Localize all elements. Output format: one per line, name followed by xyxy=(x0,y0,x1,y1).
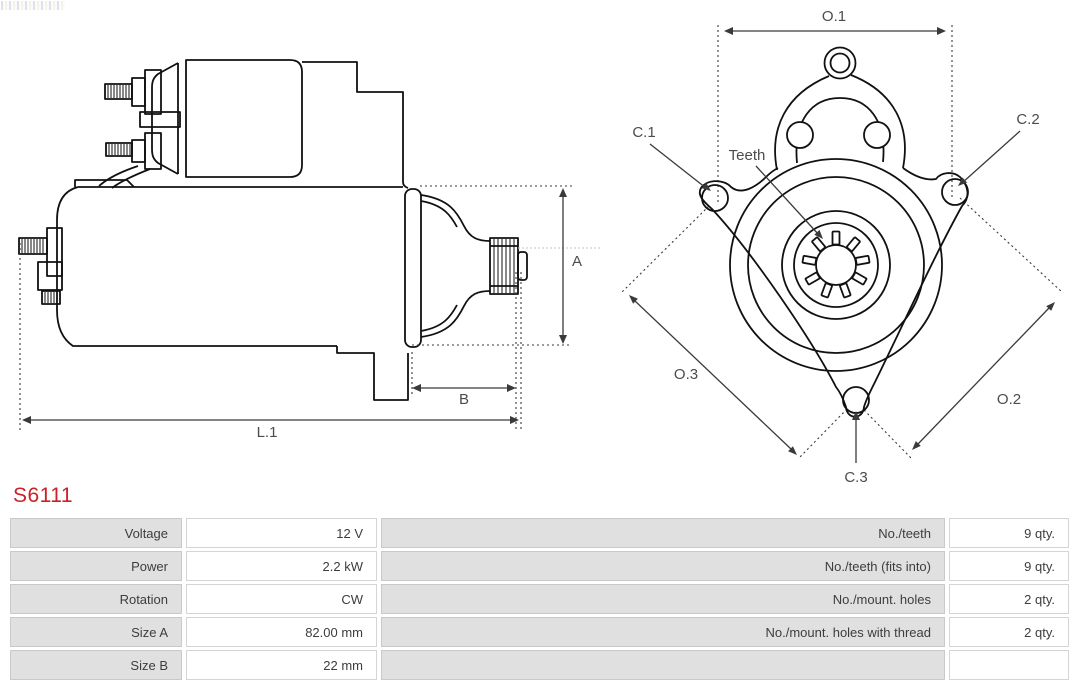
dim-label-c3: C.3 xyxy=(844,469,867,486)
spec-label-cell xyxy=(381,650,945,680)
spec-table: Voltage 12 V No./teeth 9 qty. Power 2.2 … xyxy=(10,518,1069,680)
starter-flange-outline xyxy=(698,46,969,418)
teeth-annotation: Teeth xyxy=(729,147,766,164)
dim-label-a: A xyxy=(572,253,582,270)
starter-motor-side-outline xyxy=(18,59,528,401)
part-number: S6111 xyxy=(13,484,74,507)
side-view-dimensions: A B L.1 xyxy=(19,185,600,441)
front-view-dimensions: O.1 C.1 C.2 Teeth C.3 O.3 xyxy=(629,8,1055,486)
spec-value-cell xyxy=(949,650,1069,680)
pinion-teeth xyxy=(801,230,871,299)
spec-value-cell: 2 qty. xyxy=(949,617,1069,647)
spec-label-cell: No./mount. holes xyxy=(381,584,945,614)
spec-value-cell: 9 qty. xyxy=(949,551,1069,581)
side-view-diagram: A B L.1 xyxy=(18,59,600,441)
spec-label-cell: Size B xyxy=(10,650,182,680)
mount-hole-c1 xyxy=(701,184,729,212)
spec-value-cell: 22 mm xyxy=(186,650,377,680)
dim-label-o3: O.3 xyxy=(674,366,698,383)
spec-label-cell: No./mount. holes with thread xyxy=(381,617,945,647)
dim-label-l1: L.1 xyxy=(257,424,278,441)
dim-label-o2: O.2 xyxy=(997,391,1021,408)
mount-hole-c3 xyxy=(842,386,870,414)
spec-label-cell: Power xyxy=(10,551,182,581)
spec-value-cell: 2 qty. xyxy=(949,584,1069,614)
spec-value-cell: CW xyxy=(186,584,377,614)
spec-label-cell: Voltage xyxy=(10,518,182,548)
dim-label-c1: C.1 xyxy=(632,124,655,141)
spec-value-cell: 9 qty. xyxy=(949,518,1069,548)
spec-label-cell: No./teeth xyxy=(381,518,945,548)
dim-label-b: B xyxy=(459,391,469,408)
spec-label-cell: Rotation xyxy=(10,584,182,614)
spec-label-cell: No./teeth (fits into) xyxy=(381,551,945,581)
dim-label-o1: O.1 xyxy=(822,8,846,25)
spec-value-cell: 12 V xyxy=(186,518,377,548)
spec-value-cell: 2.2 kW xyxy=(186,551,377,581)
watermark-logo xyxy=(1,1,65,10)
spec-label-cell: Size A xyxy=(10,617,182,647)
dim-label-c2: C.2 xyxy=(1016,111,1039,128)
mount-hole-c2 xyxy=(941,178,969,206)
front-view-diagram: O.1 C.1 C.2 Teeth C.3 O.3 xyxy=(620,8,1064,486)
front-view-dimensions-back xyxy=(620,25,1064,459)
spec-value-cell: 82.00 mm xyxy=(186,617,377,647)
